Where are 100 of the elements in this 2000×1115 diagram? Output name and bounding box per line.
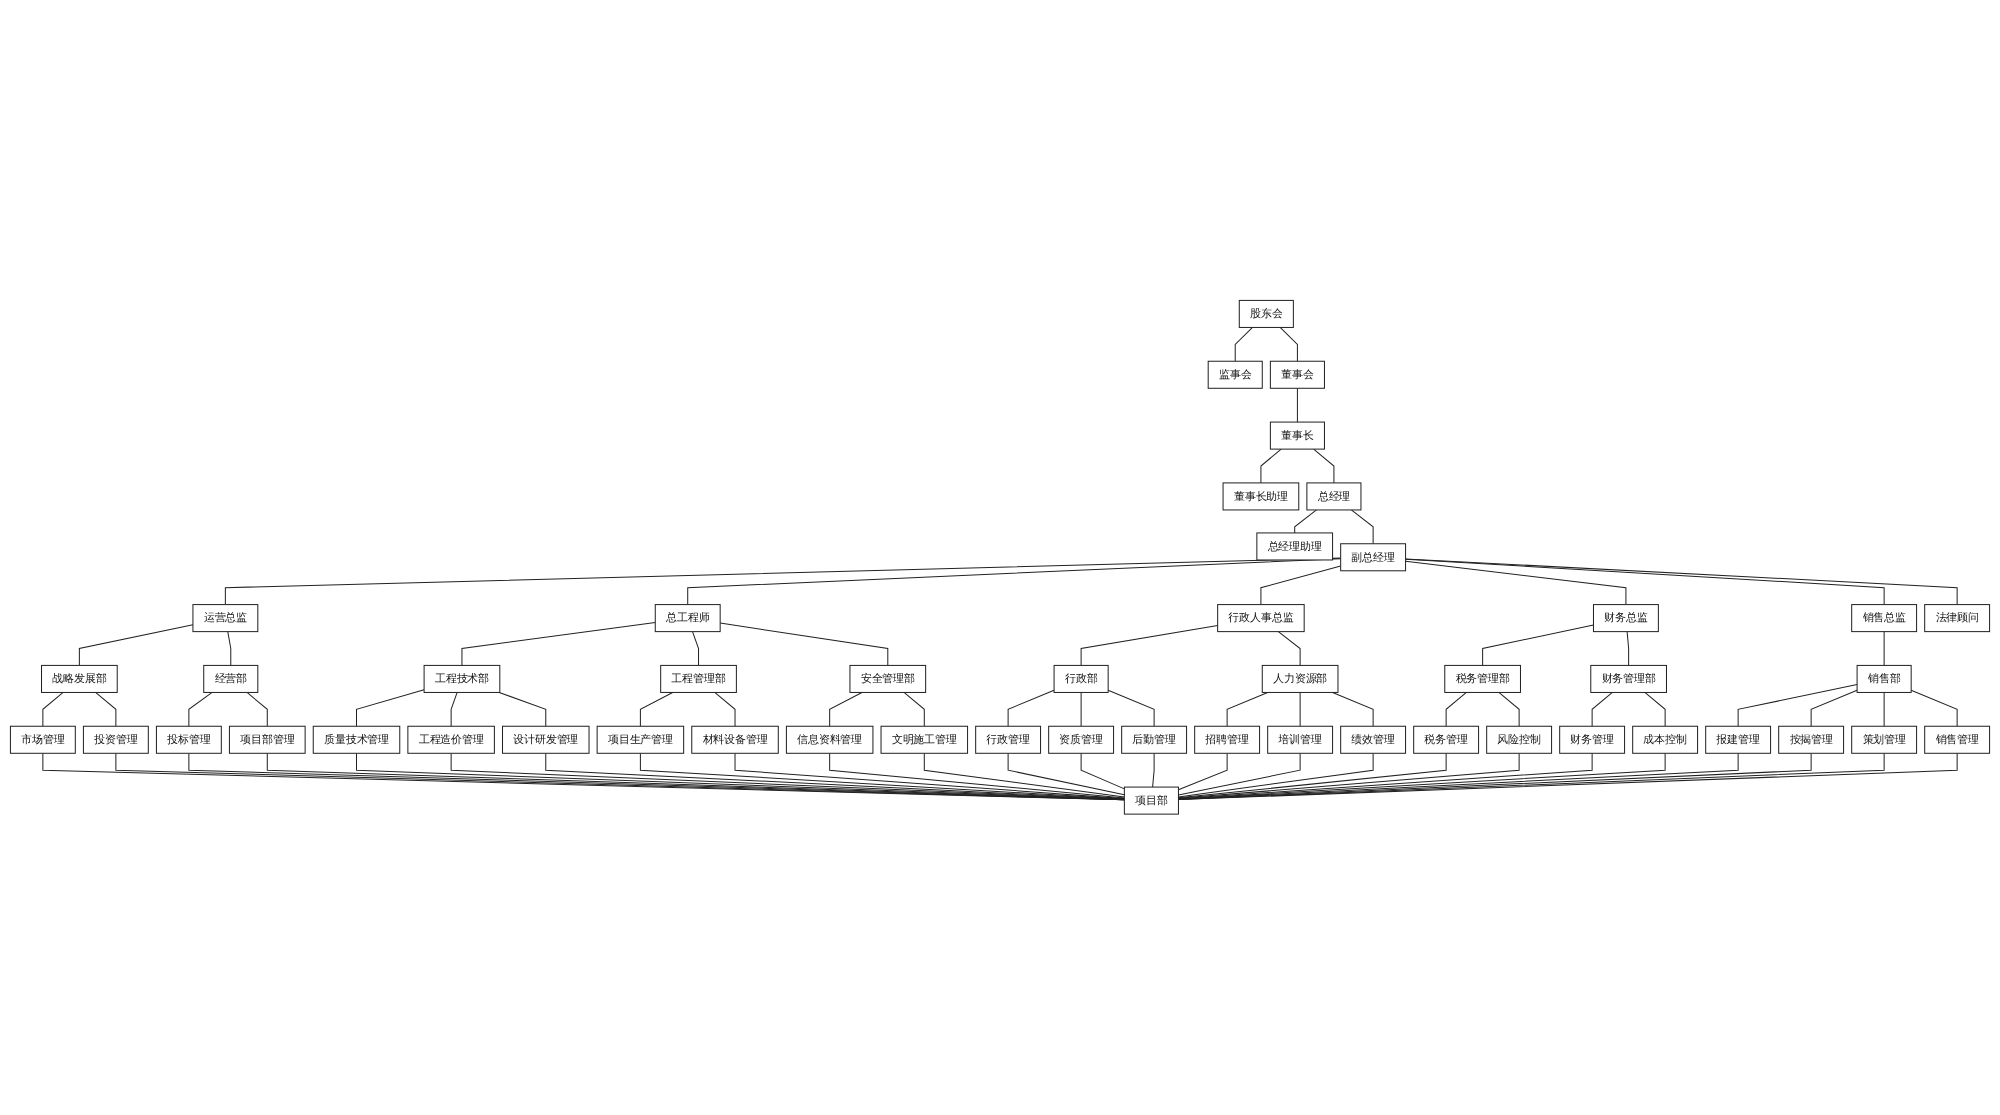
connector: [545, 753, 1125, 800]
node-box: 财务管理: [1559, 726, 1626, 755]
node-box: 绩效管理: [1340, 726, 1407, 755]
node-box: 市场管理: [9, 726, 76, 755]
node-box: 财务总监: [1592, 604, 1659, 633]
connector: [1007, 753, 1125, 796]
node-box: 招聘管理: [1194, 726, 1261, 755]
node-box: 风险控制: [1486, 726, 1553, 755]
node-box: 后勤管理: [1121, 726, 1188, 755]
node-box: 副总经理: [1340, 543, 1407, 572]
node-box: 税务管理部: [1444, 665, 1521, 694]
node-box: 项目部管理: [228, 726, 306, 755]
node-box: 材料设备管理: [691, 726, 779, 755]
connector: [1626, 631, 1630, 667]
connector: [1498, 692, 1520, 727]
node-box: 战略发展部: [41, 665, 118, 694]
connector: [1644, 692, 1666, 727]
connector: [1177, 753, 1520, 800]
node-box: 法律顾问: [1924, 604, 1991, 633]
node-box: 工程造价管理: [407, 726, 495, 755]
connector: [1591, 692, 1613, 727]
node-box: 项目生产管理: [596, 726, 685, 755]
connector: [1177, 753, 1301, 796]
node-box: 行政管理: [975, 726, 1042, 755]
node-box: 行政人事总监: [1217, 604, 1305, 633]
node-box: 工程技术部: [423, 665, 501, 694]
node-box: 董事长: [1269, 421, 1325, 450]
connector: [829, 753, 1125, 799]
connector: [1737, 684, 1858, 727]
connector: [1007, 689, 1055, 727]
connector: [1883, 692, 1885, 727]
connector: [639, 692, 674, 727]
connector: [1177, 753, 1228, 791]
node-box: 按揭管理: [1778, 726, 1845, 755]
connector: [1177, 753, 1374, 798]
connector: [734, 753, 1125, 800]
connector: [1299, 692, 1301, 727]
connector: [1294, 509, 1317, 534]
node-box: 策划管理: [1851, 726, 1918, 755]
node-box: 总经理: [1306, 482, 1362, 511]
connector: [1080, 692, 1082, 727]
node-box: 质量技术管理: [312, 726, 401, 755]
node-box: 财务管理部: [1590, 665, 1667, 694]
connector: [1405, 560, 1627, 606]
node-box: 资质管理: [1048, 726, 1115, 755]
node-box: 销售管理: [1924, 726, 1991, 755]
node-box: 销售总监: [1851, 604, 1918, 633]
connector: [461, 622, 656, 667]
node-box: 项目部: [1123, 786, 1179, 815]
node-box: 报建管理: [1705, 726, 1772, 755]
connector: [1279, 327, 1298, 362]
connector: [639, 753, 1125, 800]
connector: [1445, 692, 1467, 727]
node-box: 投资管理: [82, 726, 149, 755]
node-box: 培训管理: [1267, 726, 1334, 755]
node-box: 安全管理部: [849, 665, 927, 694]
node-box: 总工程师: [654, 604, 721, 633]
connector: [188, 692, 213, 727]
node-box: 人力资源部: [1261, 665, 1339, 694]
node-box: 投标管理: [155, 726, 222, 755]
connector: [1296, 388, 1298, 423]
connector: [1883, 631, 1885, 667]
connector: [95, 692, 117, 727]
node-box: 总经理助理: [1256, 532, 1334, 561]
connector: [246, 692, 268, 727]
connector: [1152, 753, 1155, 788]
connector: [1234, 327, 1253, 362]
connector: [450, 692, 458, 727]
connector: [498, 692, 547, 727]
connector: [1313, 448, 1335, 484]
connector: [903, 692, 925, 727]
node-box: 设计研发管理: [502, 726, 590, 755]
node-box: 董事会: [1269, 360, 1325, 389]
connector: [692, 631, 700, 667]
node-box: 信息资料管理: [785, 726, 874, 755]
node-box: 销售部: [1856, 665, 1912, 694]
node-box: 股东会: [1238, 300, 1294, 329]
node-box: 董事长助理: [1222, 482, 1300, 511]
node-box: 文明施工管理: [880, 726, 969, 755]
connector: [1177, 753, 1447, 799]
connector: [227, 631, 232, 667]
node-box: 行政部: [1053, 665, 1109, 694]
node-box: 监事会: [1207, 360, 1263, 389]
node-box: 工程管理部: [660, 665, 737, 694]
connector: [356, 689, 425, 727]
connector: [1080, 753, 1125, 790]
connector: [1226, 692, 1269, 727]
node-box: 运营总监: [192, 604, 259, 633]
connector: [714, 692, 736, 727]
connector: [829, 692, 863, 727]
connector: [1350, 509, 1374, 545]
connector: [42, 692, 64, 727]
connector: [1260, 448, 1282, 484]
node-box: 税务管理: [1413, 726, 1480, 755]
connector: [923, 753, 1125, 798]
connector: [1277, 631, 1301, 667]
node-box: 经营部: [203, 665, 259, 694]
connector: [1482, 624, 1594, 667]
connector: [1332, 692, 1374, 727]
connector: [1810, 689, 1858, 727]
